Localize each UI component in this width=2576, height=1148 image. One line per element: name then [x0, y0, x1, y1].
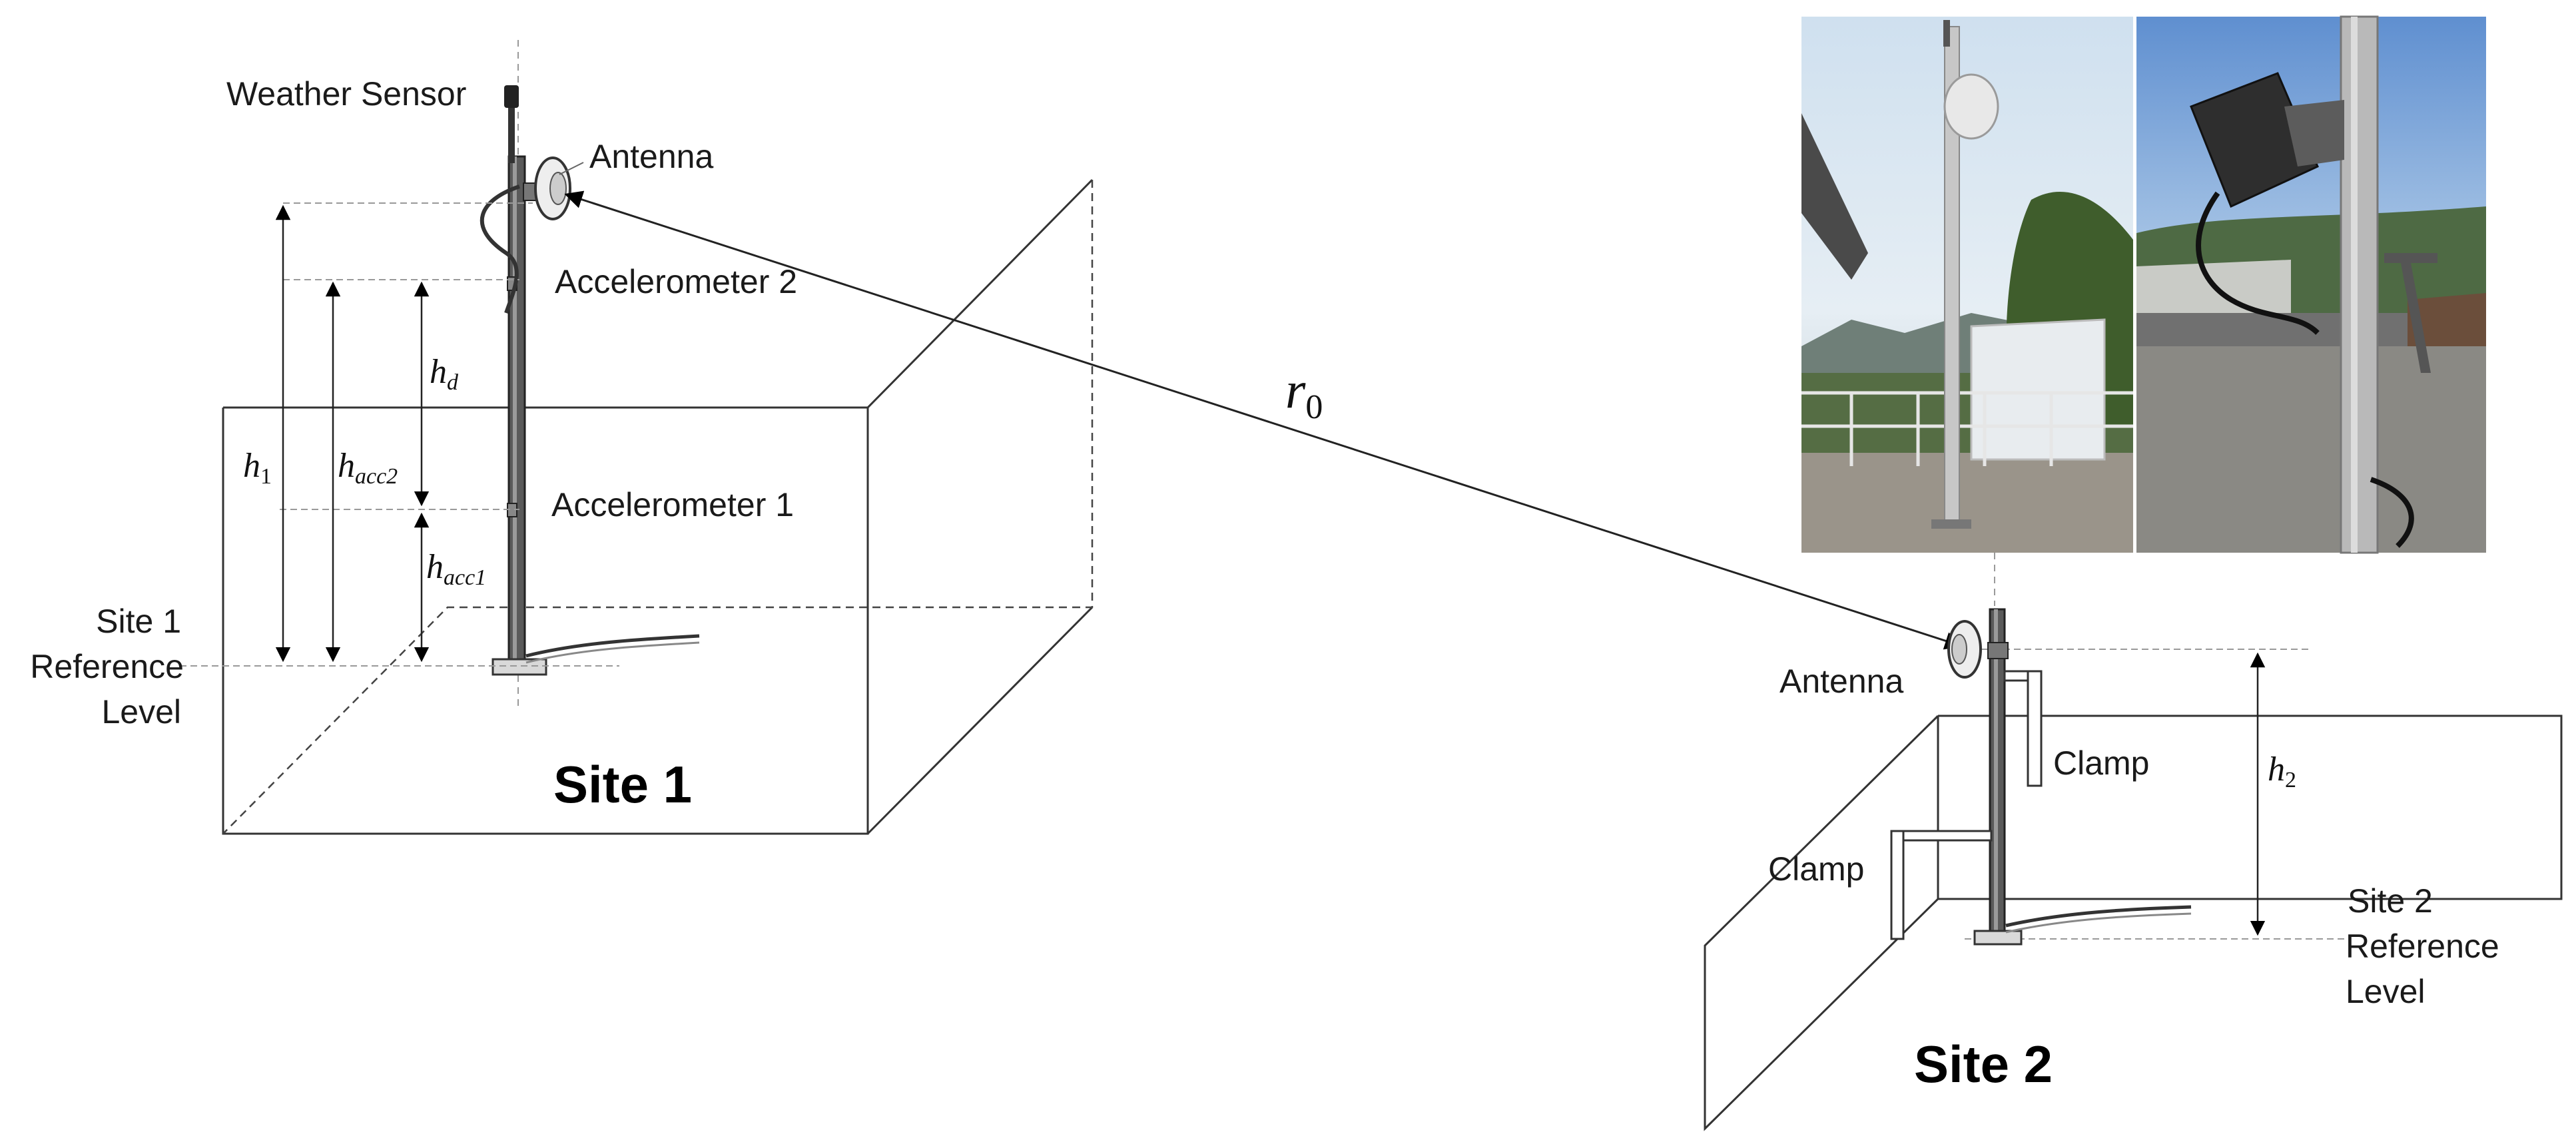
site1-reference-line3: Level: [101, 693, 181, 730]
clamp-upper-label: Clamp: [2053, 744, 2149, 782]
clamp-upper-icon: [2003, 670, 2043, 787]
site2-mast: [1890, 608, 2266, 946]
antenna-2-label: Antenna: [1779, 663, 1903, 700]
site2-photo-antenna-closeup: [2136, 15, 2486, 554]
site2-reference-line2: Reference: [2346, 928, 2499, 965]
site1-dimensions: [180, 202, 619, 667]
site1-title: Site 1: [553, 755, 692, 814]
antenna-1-icon: [523, 156, 571, 220]
mast-base-plate: [491, 658, 547, 676]
clamp-lower-icon: [1890, 830, 1993, 940]
site2-reference-line1: Site 2: [2348, 882, 2433, 920]
weather-sensor-label: Weather Sensor: [226, 75, 466, 113]
h1-symbol: h1: [243, 447, 272, 489]
clamp-lower-label: Clamp: [1768, 850, 1864, 888]
r0-symbol: r0: [1285, 361, 1323, 426]
hacc1-symbol: hacc1: [426, 548, 486, 590]
antenna-2-icon: [1947, 620, 2009, 679]
weather-sensor-icon: [504, 85, 519, 108]
antenna-1-label: Antenna: [589, 138, 713, 175]
accelerometer-1-label: Accelerometer 1: [551, 486, 794, 523]
hd-symbol: hd: [430, 353, 459, 395]
link-distance-line: [564, 190, 1963, 650]
site1-reference-line2: Reference: [30, 648, 184, 685]
hacc2-symbol: hacc2: [338, 447, 398, 489]
site2-photo-mast: [1801, 17, 2133, 553]
accelerometer-2-label: Accelerometer 2: [555, 263, 797, 300]
site2-title: Site 2: [1914, 1035, 2053, 1093]
site1-reference-line1: Site 1: [96, 603, 181, 640]
site2-walls: [1704, 649, 2563, 1131]
h2-symbol: h2: [2268, 750, 2296, 792]
site2-reference-line3: Level: [2346, 973, 2425, 1010]
